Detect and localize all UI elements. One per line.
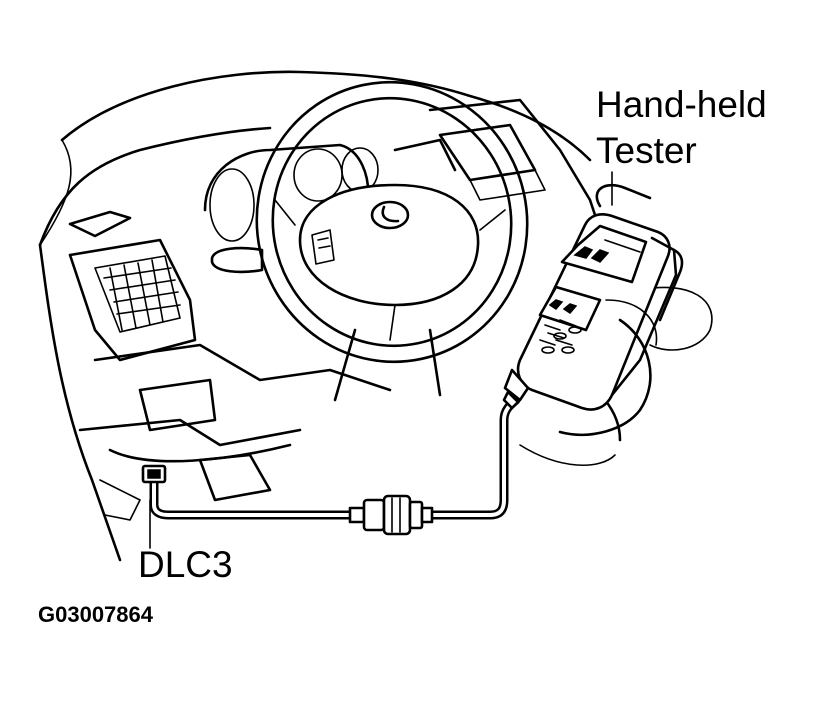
tester-keypad[interactable] <box>538 285 602 354</box>
gauge-center <box>293 148 343 202</box>
tester-label-line1: Hand-held <box>596 84 767 125</box>
steering-column <box>333 328 442 402</box>
figure-code: G03007864 <box>38 602 153 627</box>
hand <box>558 183 652 437</box>
steering-buttons <box>311 229 335 265</box>
cable-connector <box>348 494 434 536</box>
hand-held-tester <box>502 213 684 411</box>
center-console <box>428 98 602 232</box>
lower-dash-panel <box>38 243 122 562</box>
emblem-icon <box>370 200 410 230</box>
dash-upper-edge <box>38 126 272 247</box>
tester-label: Hand-held Tester <box>596 82 767 174</box>
tester-cable <box>149 473 355 520</box>
dash-top-outline <box>60 70 592 162</box>
side-vent-frame <box>68 238 197 362</box>
steering-hub <box>298 183 480 307</box>
upper-louver <box>68 210 132 238</box>
gauge-left <box>209 168 255 242</box>
dlc3-port <box>141 464 167 484</box>
side-vent-grille <box>94 255 181 333</box>
instrument-cluster <box>203 143 370 212</box>
knee-panel <box>138 378 217 432</box>
dlc3-label: DLC3 <box>138 544 233 585</box>
tester-label-line2: Tester <box>596 130 697 171</box>
wiper-stalk <box>210 246 264 274</box>
